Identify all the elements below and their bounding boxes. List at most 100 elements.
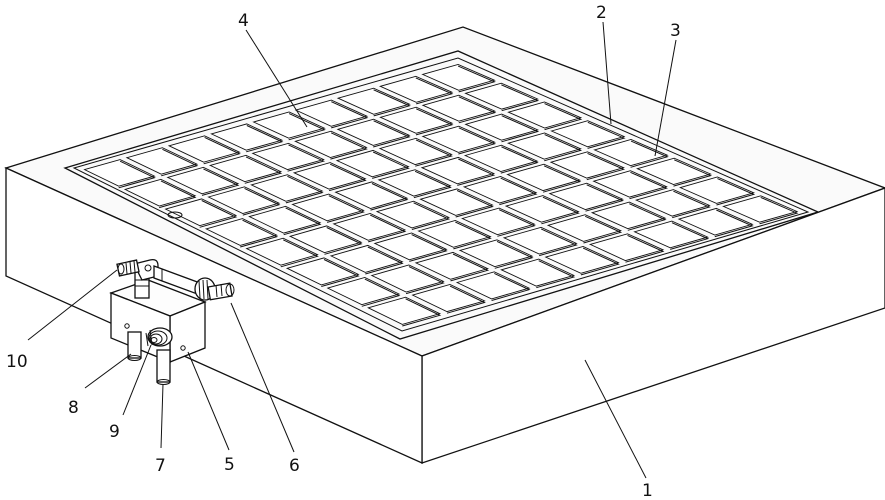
label-2: 2 xyxy=(596,3,607,23)
grid-cell-edge xyxy=(373,120,411,148)
grid-cell xyxy=(378,75,454,103)
pipe-8 xyxy=(127,331,142,361)
grid-cell-edge xyxy=(199,200,238,228)
grid-cell xyxy=(506,163,582,192)
grid-cell-edge xyxy=(544,134,583,162)
grid-cell-edge xyxy=(415,139,453,167)
grid-cell xyxy=(250,174,324,202)
grid-cell-edge xyxy=(324,227,363,255)
leader-6 xyxy=(230,302,295,453)
label-7: 7 xyxy=(155,456,166,476)
leader-lines xyxy=(27,21,677,479)
grid-cell-edge xyxy=(630,140,669,168)
grid-cell xyxy=(504,195,580,223)
grid-marker xyxy=(167,211,183,219)
grid-cell xyxy=(679,176,756,204)
grid-cell-edge xyxy=(326,195,365,223)
grid-cell xyxy=(677,207,754,236)
grid-cell xyxy=(377,169,452,197)
grid-cell xyxy=(326,277,401,306)
grid-cell-edge xyxy=(409,234,448,262)
grid-cell-edge xyxy=(501,84,540,112)
grid-cell xyxy=(125,147,199,175)
grid-cell-edge xyxy=(586,152,626,181)
label-3: 3 xyxy=(670,21,681,41)
grid-cell xyxy=(288,225,363,254)
grid-cell xyxy=(367,296,442,325)
grid-cell-edge xyxy=(491,272,531,301)
grid-cell xyxy=(208,154,283,183)
grid-cell xyxy=(414,251,489,280)
grid-cell-edge xyxy=(405,266,445,295)
leader-1 xyxy=(584,359,647,479)
grid-cell-edge xyxy=(365,246,404,275)
grid-cell xyxy=(248,205,322,234)
grid-cell xyxy=(549,151,625,179)
grid-cell-edge xyxy=(161,148,199,177)
grid-cell xyxy=(502,226,578,255)
grid-cell xyxy=(204,218,278,246)
grid-cell xyxy=(500,258,576,287)
leader-10 xyxy=(27,269,118,341)
grid-cells xyxy=(83,64,799,327)
base-plate xyxy=(4,26,885,465)
grid-cell xyxy=(378,137,453,166)
base-left-face xyxy=(5,166,423,465)
grid-cell-edge xyxy=(373,89,411,117)
grid-cell xyxy=(464,82,539,110)
fitting-6 xyxy=(194,277,235,301)
grid-cell xyxy=(336,118,411,146)
grid-cell-edge xyxy=(118,160,156,189)
grid-cell-edge xyxy=(287,144,326,172)
grid-cell xyxy=(294,99,369,127)
grid-cell xyxy=(164,198,238,227)
grid-cell-edge xyxy=(321,259,360,287)
grid-cell xyxy=(462,176,538,204)
grid-cell xyxy=(166,166,240,195)
grid-cell xyxy=(461,207,536,236)
grid-cell-edge xyxy=(455,190,494,218)
grid-cell-edge xyxy=(415,108,454,136)
grid-cell xyxy=(634,189,711,217)
grid-cell xyxy=(455,271,531,300)
grid-cell-edge xyxy=(627,203,667,231)
grid-cell xyxy=(210,123,284,151)
grid-cell xyxy=(83,159,156,187)
leader-5 xyxy=(187,351,230,451)
grid-cell-edge xyxy=(328,163,367,192)
grid-cell xyxy=(636,157,712,185)
grid-cell xyxy=(506,132,582,160)
grid-cell-edge xyxy=(497,209,536,237)
grid-cell-edge xyxy=(672,190,711,219)
grid-cell-edge xyxy=(288,113,326,141)
grid-cell xyxy=(544,246,620,274)
grid-cell-edge xyxy=(285,175,324,204)
block-hole-1 xyxy=(124,323,130,329)
grid-cell xyxy=(421,125,496,153)
grid-cell xyxy=(370,264,445,293)
grid-cell xyxy=(251,142,325,171)
grid-cell-edge xyxy=(201,168,240,196)
label-9: 9 xyxy=(109,422,120,442)
grid-cell-edge xyxy=(244,156,283,184)
grid-cell xyxy=(329,244,404,273)
grid-cell xyxy=(285,257,360,286)
grid-cell xyxy=(335,149,410,178)
grid-cell xyxy=(411,284,486,313)
grid-cell xyxy=(420,156,496,185)
label-1: 1 xyxy=(642,481,653,500)
grid-cell-edge xyxy=(458,127,497,155)
grid-cell xyxy=(379,106,454,134)
grid-cell-edge xyxy=(670,222,710,250)
label-4: 4 xyxy=(238,11,249,31)
grid-cell xyxy=(633,220,710,249)
grid-cell-edge xyxy=(330,132,368,160)
label-5: 5 xyxy=(224,455,235,475)
grid-cell xyxy=(421,94,497,122)
label-6: 6 xyxy=(289,456,300,476)
grid-cell xyxy=(592,170,668,198)
grid-cell-edge xyxy=(240,219,279,248)
grid-cell xyxy=(334,181,409,209)
grid-cell-edge xyxy=(413,170,452,199)
